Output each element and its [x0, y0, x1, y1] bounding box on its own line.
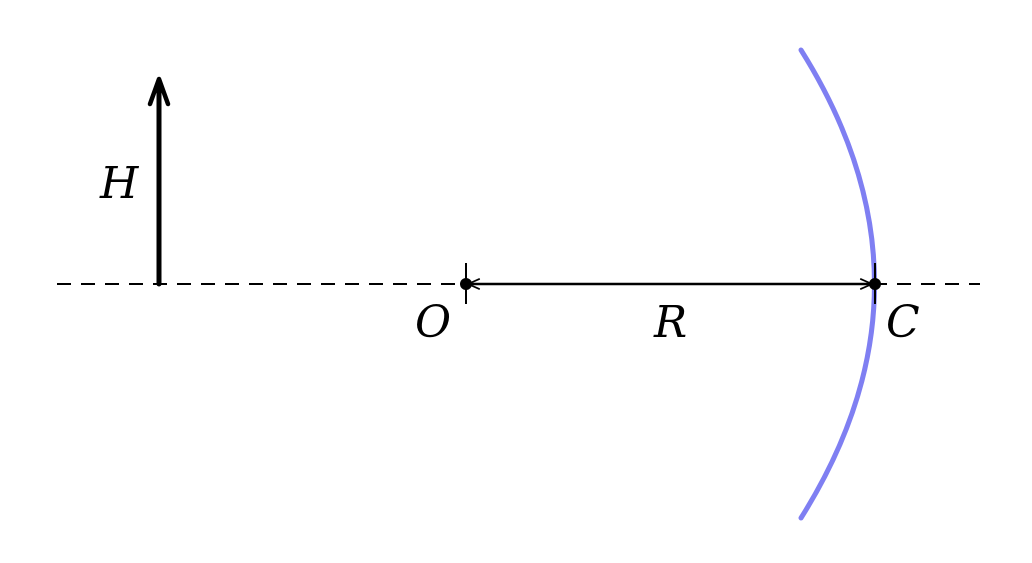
- point-o-dot: [460, 278, 472, 290]
- label-r: R: [653, 297, 687, 348]
- label-h: H: [99, 158, 140, 209]
- point-c-dot: [869, 278, 881, 290]
- label-c: C: [886, 297, 920, 348]
- label-o: O: [415, 297, 451, 348]
- object-arrow-head: [147, 76, 171, 107]
